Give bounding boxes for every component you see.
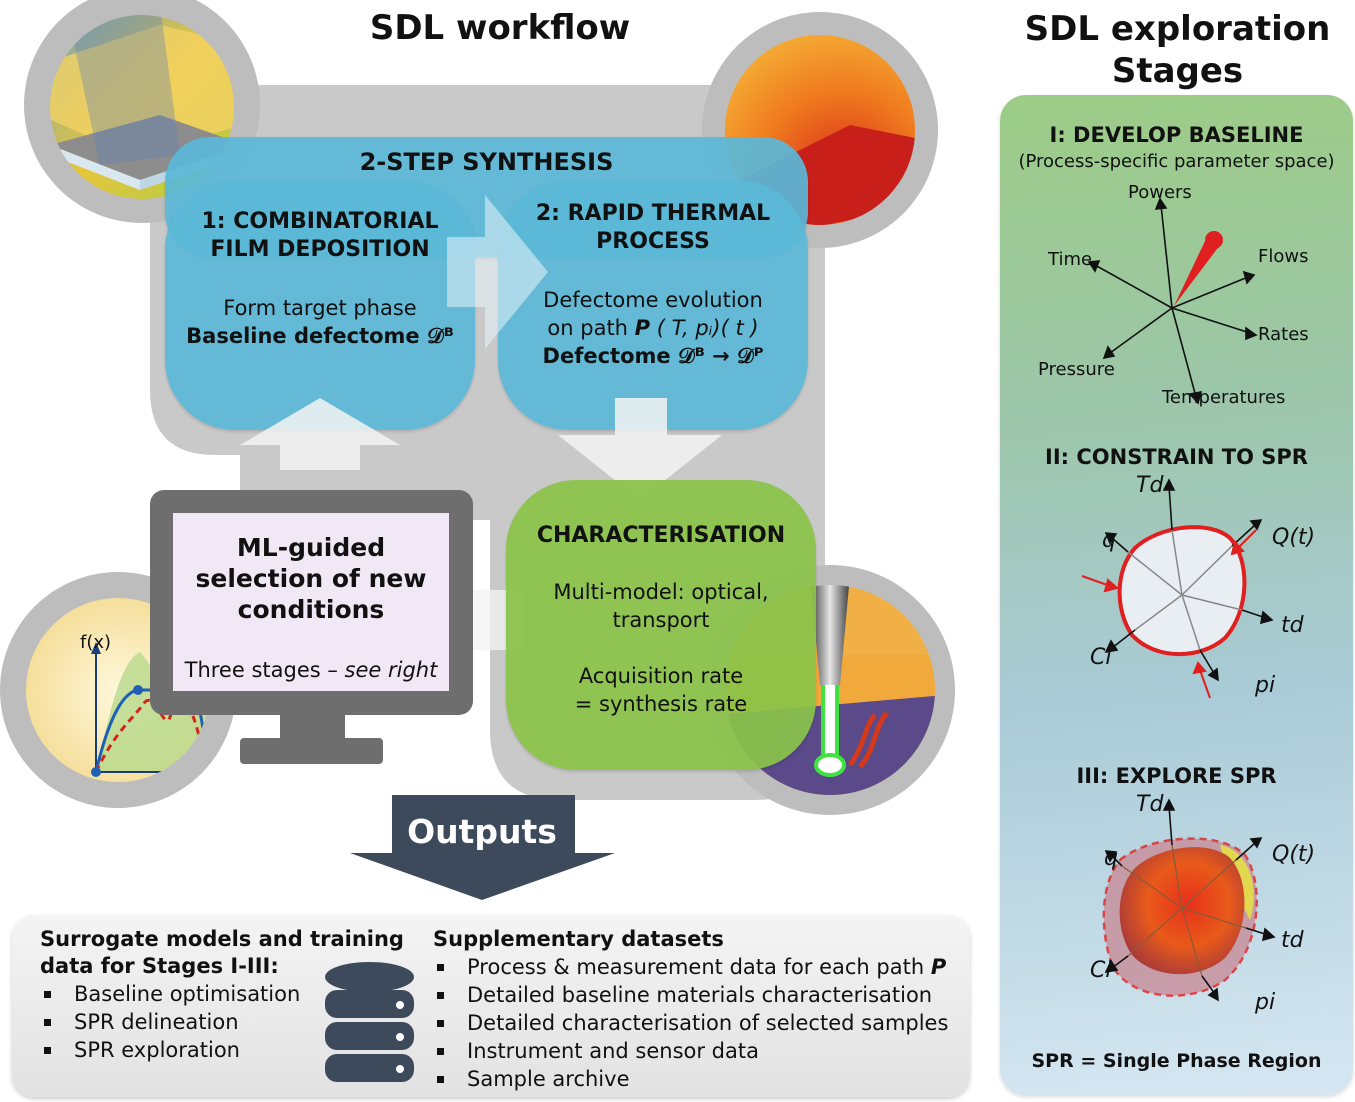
flow-arrows <box>240 195 722 500</box>
monitor-stand <box>240 738 383 764</box>
ml-title: ML-guided selection of new conditions <box>173 532 449 625</box>
axis-temperatures: Temperatures <box>1162 387 1286 408</box>
stage3-axis-ci: Ci <box>1090 958 1112 983</box>
stage3-axis-td: Td <box>1136 792 1164 817</box>
outputs-left: Surrogate models and training data for S… <box>40 926 404 1064</box>
stage2-axis-td: Td <box>1136 473 1164 498</box>
list-item: Detailed baseline materials characterisa… <box>433 981 948 1009</box>
rtp-title-2: PROCESS <box>596 229 710 254</box>
outputs-right: Supplementary datasets Process & measure… <box>433 926 948 1093</box>
stages-title-line1: SDL exploration <box>1024 9 1331 49</box>
outputs-arrow <box>350 795 615 900</box>
plot-label: f(x) <box>80 632 112 653</box>
ml-title-3: conditions <box>237 595 385 624</box>
stage3-axis-q: q <box>1104 846 1118 871</box>
stage2-axis-td2: td <box>1281 613 1304 638</box>
stages-title: SDL exploration Stages <box>1000 8 1355 92</box>
list-item: SPR delineation <box>40 1008 404 1036</box>
ml-subtitle-italic: see right <box>344 658 438 682</box>
characterisation-box <box>506 480 816 770</box>
ml-subtitle: Three stages – see right <box>173 658 449 682</box>
stages-title-line2: Stages <box>1111 51 1244 91</box>
characterisation-line1: Multi-model: optical, <box>553 580 769 604</box>
list-item: Instrument and sensor data <box>433 1037 948 1065</box>
characterisation-text: CHARACTERISATION Multi-model: optical, t… <box>506 522 816 718</box>
outputs-right-list: Process & measurement data for each path… <box>433 953 948 1093</box>
outputs-left-title-2: data for Stages I-III: <box>40 954 279 978</box>
list-item: Baseline optimisation <box>40 980 404 1008</box>
stage3-axis-pi: pi <box>1255 990 1276 1015</box>
rtp-path-suffix: ( T, pᵢ)( t ) <box>656 316 759 340</box>
ml-subtitle-prefix: Three stages – <box>184 658 338 682</box>
path-symbol: P <box>930 955 947 979</box>
deposition-title-2: FILM DEPOSITION <box>210 237 430 262</box>
stage3-axis-qt: Q(t) <box>1272 842 1316 867</box>
deposition-illustration <box>50 15 234 199</box>
ml-title-1: ML-guided <box>236 533 386 562</box>
outputs-left-list: Baseline optimisation SPR delineation SP… <box>40 980 404 1064</box>
deposition-body-1: Form target phase <box>223 296 417 320</box>
characterisation-title: CHARACTERISATION <box>536 523 786 548</box>
outputs-box <box>12 915 970 1097</box>
synthesis-header: 2-STEP SYNTHESIS <box>359 148 614 176</box>
list-item: SPR exploration <box>40 1036 404 1064</box>
deposition-box <box>165 180 475 430</box>
rtp-path-prefix: on path <box>547 316 628 340</box>
monitor-neck <box>280 715 345 740</box>
spr-explored-region <box>1119 847 1245 975</box>
rtp-body-3: Defectome 𝒟ᴮ → 𝒟ᴾ <box>542 344 764 368</box>
axis-powers: Powers <box>1128 182 1192 203</box>
stage1-subtitle: (Process-specific parameter space) <box>1018 151 1335 172</box>
axis-time: Time <box>1048 249 1093 270</box>
rtp-text: 2: RAPID THERMAL PROCESS Defectome evolu… <box>505 200 801 370</box>
list-item: Process & measurement data for each path… <box>433 953 948 981</box>
rtp-title-1: 2: RAPID THERMAL <box>535 201 771 226</box>
stage2-axis-q: q <box>1102 528 1116 553</box>
list-item: Sample archive <box>433 1065 948 1093</box>
outputs-right-title: Supplementary datasets <box>433 927 724 951</box>
monitor-screen <box>173 513 449 691</box>
rtp-body-1: Defectome evolution <box>543 288 763 312</box>
rtp-path-symbol: P <box>634 316 651 340</box>
stage2-axis-pi: pi <box>1255 673 1276 698</box>
stage2-diagram <box>1081 478 1274 699</box>
axis-flows: Flows <box>1258 246 1309 267</box>
arrow-ml-to-synthesis <box>240 398 400 470</box>
stage3-diagram <box>1102 798 1276 1002</box>
characterisation-line4: = synthesis rate <box>574 692 748 716</box>
list-item: Detailed characterisation of selected sa… <box>433 1009 948 1037</box>
rtp-body-2: on path P ( T, pᵢ)( t ) <box>505 314 801 342</box>
stage3-axis-td2: td <box>1281 928 1304 953</box>
arrow-rtp-to-characterisation <box>558 398 722 500</box>
stage2-axis-qt: Q(t) <box>1272 525 1316 550</box>
stage1-diagram <box>1087 197 1258 405</box>
deposition-title-1: 1: COMBINATORIAL <box>201 209 439 234</box>
outputs-left-title-1: Surrogate models and training <box>40 927 404 951</box>
outputs-label: Outputs <box>407 812 557 851</box>
axis-rates: Rates <box>1258 324 1309 345</box>
workflow-title: SDL workflow <box>369 8 631 48</box>
ml-title-2: selection of new <box>195 564 427 593</box>
stage2-axis-ci: Ci <box>1090 645 1112 670</box>
list-item-text: Process & measurement data for each path <box>467 955 925 979</box>
characterisation-line3: Acquisition rate <box>578 664 744 688</box>
stage3-title: III: EXPLORE SPR <box>1076 764 1277 788</box>
stage1-pointer <box>1174 237 1220 306</box>
arrow-deposition-to-rtp <box>447 195 548 349</box>
stage1-title: I: DEVELOP BASELINE <box>1049 123 1304 147</box>
stage2-title: II: CONSTRAIN TO SPR <box>1045 445 1308 469</box>
database-icon <box>325 962 414 1082</box>
characterisation-line2: transport <box>612 608 710 632</box>
axis-pressure: Pressure <box>1038 359 1115 380</box>
deposition-text: 1: COMBINATORIAL FILM DEPOSITION Form ta… <box>170 208 470 350</box>
stages-footer: SPR = Single Phase Region <box>1031 1050 1322 1072</box>
rtp-box <box>498 180 808 430</box>
deposition-body-2: Baseline defectome 𝒟ᴮ <box>186 324 454 348</box>
